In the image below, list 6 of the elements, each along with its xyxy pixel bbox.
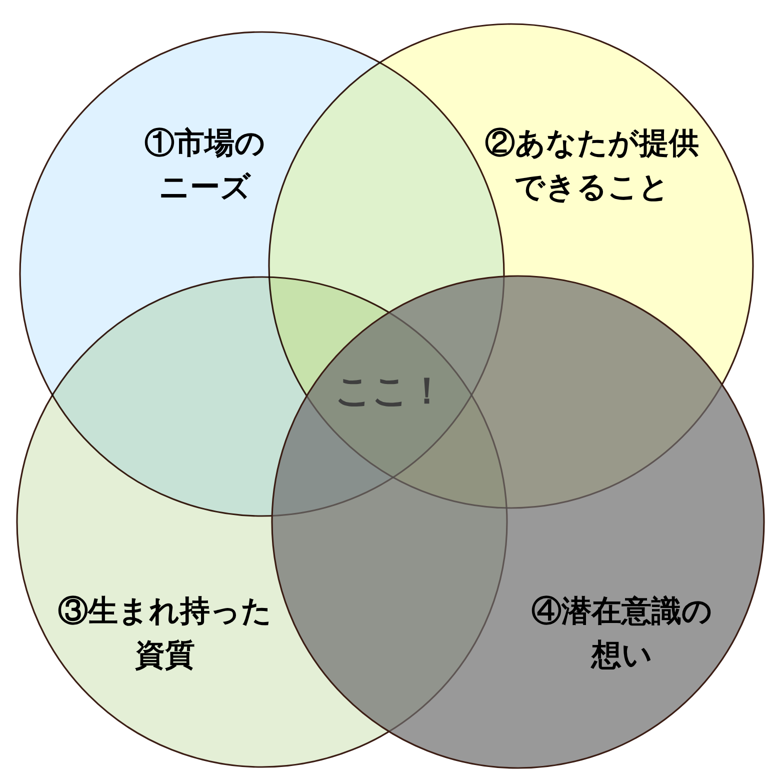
circle-label: ①市場のニーズ xyxy=(144,125,266,206)
circle-label: ④潜在意識の想い xyxy=(530,593,714,674)
intersection-label: ここ！ xyxy=(335,370,445,414)
circle-label: ③生まれ持った資質 xyxy=(57,593,273,674)
venn-circle xyxy=(271,275,765,769)
circle-label: ②あなたが提供できること xyxy=(484,125,700,206)
